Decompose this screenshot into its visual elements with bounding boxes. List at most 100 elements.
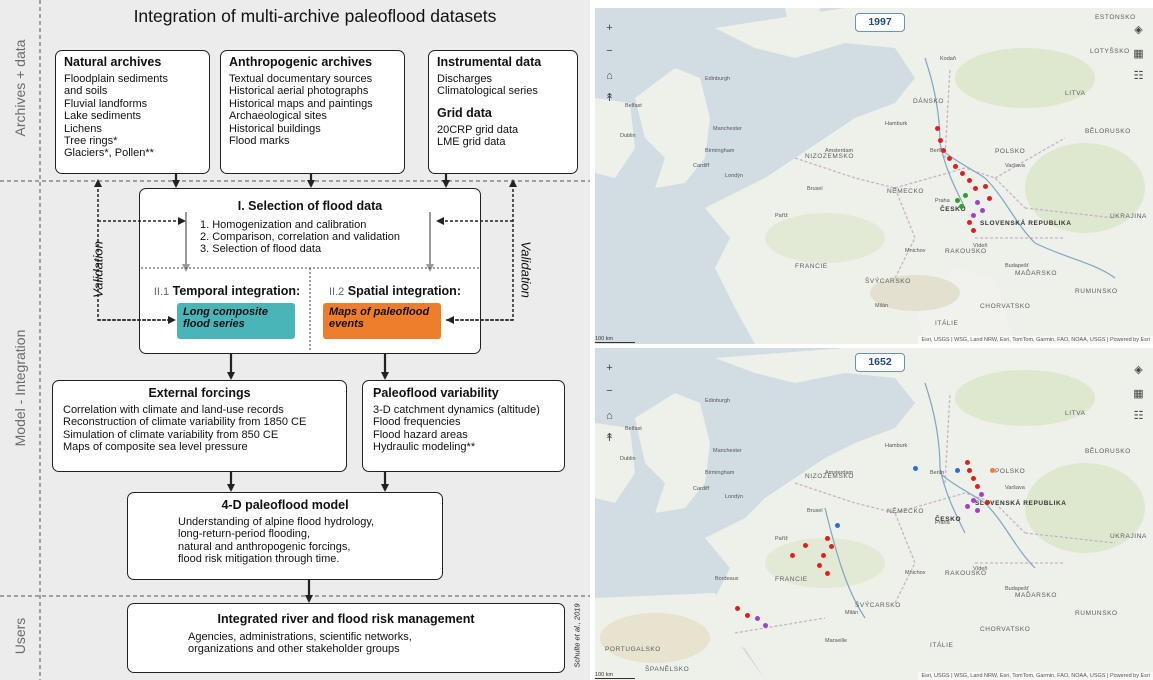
city-label: Budapešť [1005, 586, 1029, 592]
list-item: and soils [64, 85, 108, 98]
home-icon[interactable]: ⌂ [606, 410, 613, 422]
city-label: Varšava [1005, 163, 1025, 169]
list-item: Flood marks [229, 135, 290, 148]
basemap-gallery-icon[interactable]: ▦ [1133, 48, 1144, 60]
city-label: Varšava [1005, 485, 1025, 491]
basemap-gallery-icon[interactable]: ▦ [1133, 388, 1144, 400]
country-label: UKRAJINA [1110, 533, 1147, 540]
selection-title: I. Selection of flood data [237, 199, 383, 213]
country-label: CHORVATSKO [980, 303, 1031, 310]
list-item: Maps of composite sea level pressure [63, 441, 248, 454]
natural-archives-title: Natural archives [64, 55, 162, 69]
city-label: Birmingham [705, 148, 735, 154]
country-label: RUMUNSKO [1075, 288, 1118, 295]
city-label: Berlín [930, 470, 945, 476]
list-item: Understanding of alpine flood hydrology, [178, 516, 375, 528]
list-item: Tree rings* [64, 135, 118, 148]
city-label: Belfast [625, 103, 642, 109]
city-label: Marseille [825, 638, 848, 644]
layers-icon[interactable]: ◈ [1134, 364, 1143, 376]
city-label: Paříž [775, 213, 788, 219]
list-item: Hydraulic modeling** [373, 441, 476, 454]
country-label: DÁNSKO [913, 98, 945, 105]
city-label: Cardiff [693, 163, 710, 169]
country-label: ČESKO [940, 206, 967, 213]
list-item: Flood frequencies [373, 416, 461, 429]
home-icon[interactable]: ⌂ [606, 70, 613, 82]
list-item: Glaciers*, Pollen** [64, 147, 154, 160]
list-item: Lichens [64, 122, 102, 135]
city-label: Cardiff [693, 486, 710, 492]
city-label: Amsterdam [825, 470, 854, 476]
city-label: Londýn [725, 494, 744, 500]
pill-line: Maps of paleoflood [329, 306, 430, 318]
map-1997[interactable]: 1997 + − ⌂ ↟ ◈ ▦ ☷ DÁNSKO NIZOZEMSKO NĚM… [595, 8, 1153, 344]
instrumental-data-list: Discharges Climatological series [437, 73, 569, 98]
country-label: POLSKO [995, 468, 1026, 475]
country-label: ITÁLIE [935, 320, 959, 327]
country-label: RUMUNSKO [1075, 610, 1118, 617]
map-attribution: Esri, USGS | WSG, Land NRW, Esri, TomTom… [918, 672, 1153, 680]
validation-right-loop [436, 179, 517, 324]
country-label: SLOVENSKÁ REPUBLIKA [975, 500, 1067, 507]
list-item: Agencies, administrations, scientific ne… [188, 631, 412, 643]
zoom-out-button[interactable]: − [606, 45, 613, 57]
country-label: ŠPANĚLSKO [645, 666, 690, 673]
country-label: ČESKO [935, 516, 962, 523]
country-label: FRANCIE [795, 263, 828, 270]
anthropogenic-archives-title: Anthropogenic archives [229, 55, 373, 69]
diagram-arrows [94, 174, 517, 603]
city-label: Birmingham [705, 470, 735, 476]
country-label: BĚLORUSKO [1085, 128, 1131, 135]
list-item: Climatological series [437, 85, 538, 98]
list-item: 3. Selection of flood data [200, 243, 322, 255]
country-label: SLOVENSKÁ REPUBLIKA [980, 220, 1072, 227]
country-label: UKRAJINA [1110, 213, 1147, 220]
compass-icon[interactable]: ↟ [604, 432, 615, 444]
list-item: Floodplain sediments [64, 73, 168, 85]
list-item: 20CRP grid data [437, 123, 519, 136]
country-label: LITVA [1065, 90, 1086, 97]
year-label[interactable]: 1652 [855, 353, 905, 372]
country-label: RAKOUSKO [945, 570, 987, 577]
archive-arrows [172, 174, 450, 188]
map-1652[interactable]: 1652 + − ⌂ ↟ ◈ ▦ ☷ NĚMECKO POLSKO FRANCI… [595, 348, 1153, 680]
spatial-integration-heading: II.2 Spatial integration: [312, 284, 478, 298]
legend-icon[interactable]: ☷ [1133, 70, 1144, 82]
city-label: Londýn [725, 173, 744, 179]
natural-archives-box: Natural archives Floodplain sediments an… [55, 50, 210, 174]
city-label: Hamburk [885, 121, 908, 127]
city-label: Milán [875, 303, 889, 309]
city-label: Mnichov [905, 248, 926, 254]
city-label: Manchester [713, 448, 742, 454]
list-item: Historical buildings [229, 122, 321, 135]
city-label: Milán [845, 610, 859, 616]
selection-integration-box: I. Selection of flood data 1. Homogeniza… [139, 188, 481, 354]
list-item: Correlation with climate and land-use re… [63, 404, 284, 416]
city-label: Edinburgh [705, 76, 731, 82]
zoom-in-button[interactable]: + [606, 22, 613, 34]
temporal-title: Temporal integration: [172, 284, 301, 298]
country-label: ŠVÝCARSKO [855, 602, 901, 609]
list-item: Simulation of climate variability from 8… [63, 428, 279, 441]
management-title: Integrated river and flood risk manageme… [217, 612, 475, 626]
city-label: Vídeň [973, 566, 988, 572]
pill-line: events [329, 318, 364, 330]
city-label: Brusel [807, 508, 823, 514]
compass-icon[interactable]: ↟ [604, 92, 615, 104]
city-label: Belfast [625, 426, 642, 432]
scale-bar: 100 km [595, 336, 635, 343]
management-box: Integrated river and flood risk manageme… [127, 603, 565, 673]
year-label[interactable]: 1997 [855, 13, 905, 32]
country-label: LOTYŠSKO [1090, 48, 1130, 55]
country-label: RAKOUSKO [945, 248, 987, 255]
zoom-out-button[interactable]: − [606, 385, 613, 397]
layers-icon[interactable]: ◈ [1134, 24, 1143, 36]
zoom-in-button[interactable]: + [606, 362, 613, 374]
legend-icon[interactable]: ☷ [1133, 410, 1144, 422]
list-item: Fluvial landforms [64, 97, 148, 110]
integration-output-arrows [227, 354, 389, 603]
city-label: Praha [935, 198, 950, 204]
map-attribution: Esri, USGS | WSG, Land NRW, Esri, TomTom… [918, 336, 1153, 344]
external-forcings-title: External forcings [148, 386, 251, 400]
